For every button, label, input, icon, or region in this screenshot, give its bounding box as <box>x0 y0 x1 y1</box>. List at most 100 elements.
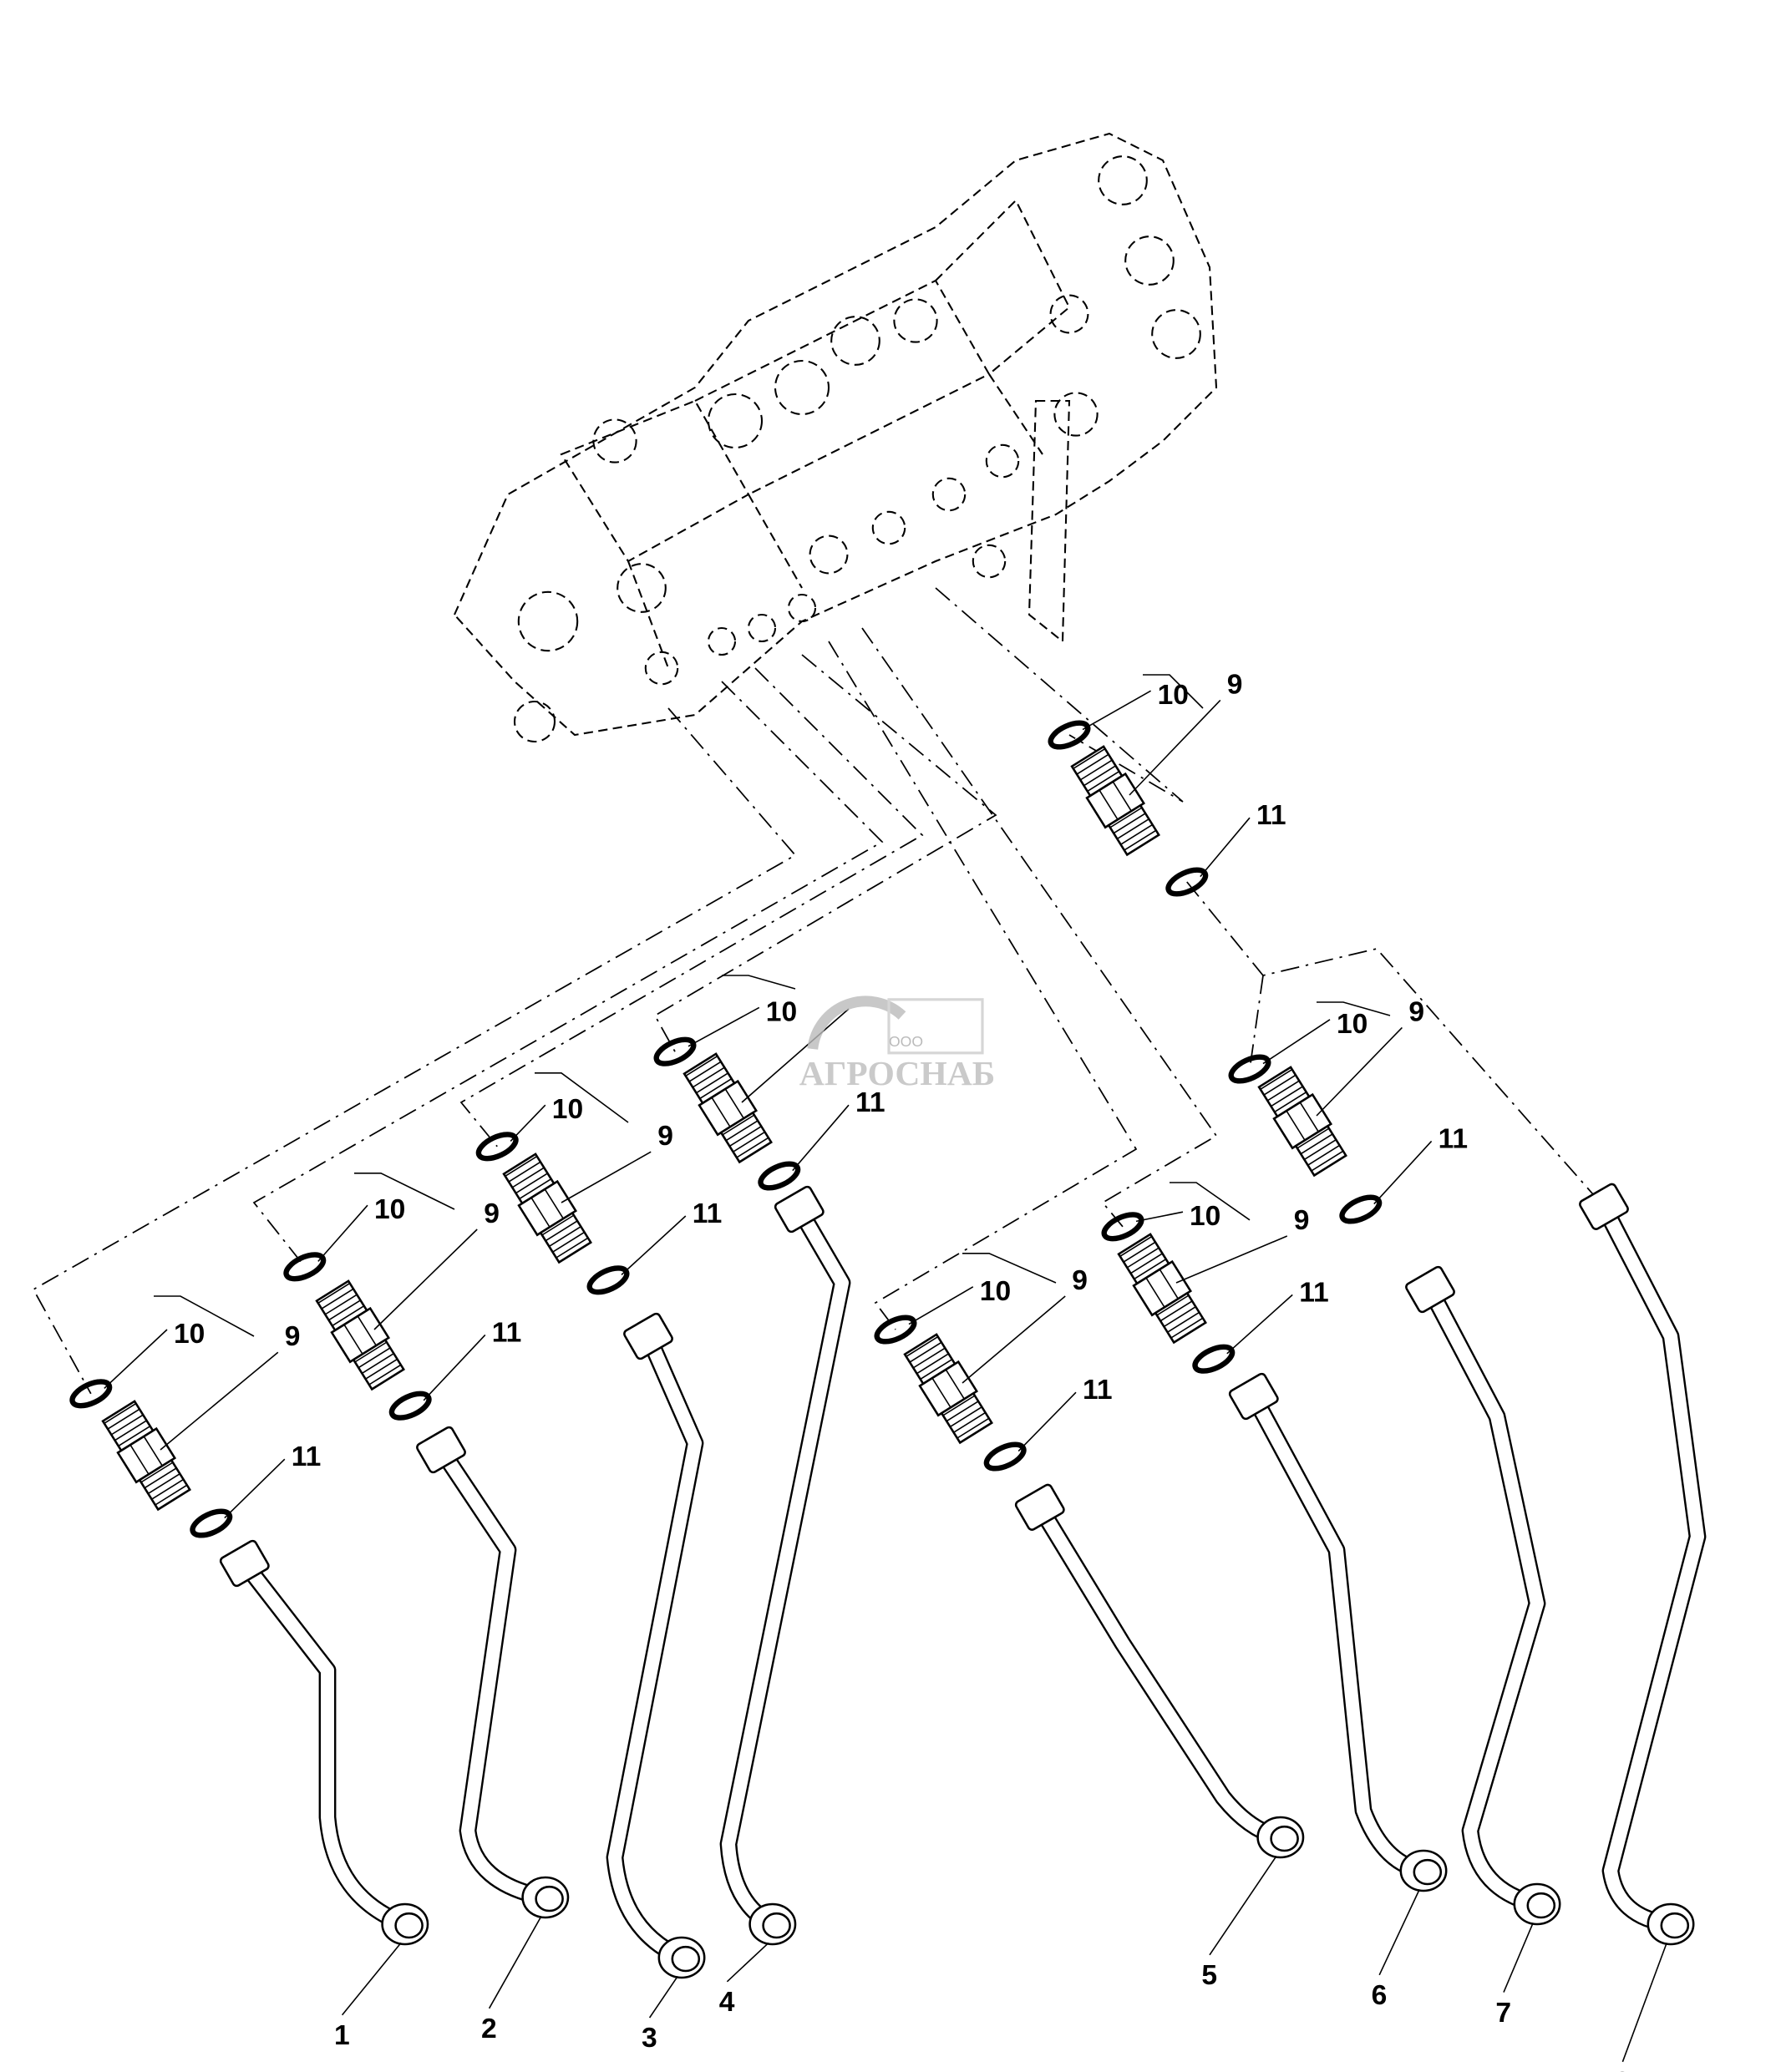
leader-line <box>1135 1211 1184 1223</box>
callout-o-ring-bottom: 11 <box>1439 1123 1469 1154</box>
leader-line <box>1209 1855 1277 1956</box>
leader-line <box>1503 1923 1534 1993</box>
callout-o-ring-bottom: 11 <box>492 1317 522 1348</box>
o-ring-top <box>653 1036 697 1066</box>
o-ring-bottom <box>586 1265 630 1295</box>
control-valve-block <box>453 132 1218 743</box>
leader-line <box>561 1151 652 1203</box>
leader-line <box>1017 1391 1077 1452</box>
leader-line <box>908 1286 974 1325</box>
callout-o-ring-bottom: 11 <box>292 1441 322 1472</box>
callout-pipe-3: 3 <box>642 2023 657 2054</box>
callout-pipe-1: 1 <box>334 2020 350 2051</box>
leader-line <box>688 1006 760 1047</box>
leader-line <box>488 1916 542 2009</box>
pipe-bottom-nut <box>1256 1816 1305 1859</box>
adapter-fitting <box>101 1400 191 1512</box>
fitting-set: 10 9 11 <box>1101 1182 1329 1374</box>
fitting-set: 10 9 11 <box>1048 669 1286 897</box>
leader-line <box>373 1229 478 1330</box>
pipe-bottom-nut <box>381 1902 429 1946</box>
pipe-top-nut <box>416 1426 466 1474</box>
callout-fitting: 9 <box>1408 996 1424 1027</box>
pipe-top-nut <box>774 1185 825 1234</box>
callout-o-ring-top: 10 <box>552 1094 583 1125</box>
fitting-set: 10 9 11 <box>69 1295 322 1538</box>
hydraulic-pipe: 1 <box>219 1539 429 2051</box>
callout-o-ring-bottom: 11 <box>1299 1277 1329 1308</box>
o-ring-bottom <box>1192 1344 1236 1374</box>
callout-bracket <box>962 1253 1057 1284</box>
adapter-fitting <box>682 1052 773 1164</box>
leader-line <box>792 1104 850 1172</box>
o-ring-bottom <box>388 1391 432 1421</box>
leader-line <box>1226 1294 1293 1355</box>
leader-line <box>1129 699 1221 796</box>
leader-line <box>104 1329 168 1389</box>
hydraulic-pipe: 5 <box>1014 1483 1305 1991</box>
pipe-bottom-nut <box>521 1876 570 1919</box>
callout-o-ring-top: 10 <box>1190 1201 1220 1232</box>
leader-line <box>224 1458 286 1519</box>
o-ring-top <box>69 1379 113 1409</box>
pipe-top-nut <box>1405 1265 1455 1314</box>
leader-line <box>1175 1235 1288 1284</box>
hose-routing-lines <box>32 587 1605 1395</box>
pipe-top-nut <box>1014 1483 1065 1531</box>
callout-pipe-4: 4 <box>719 1987 735 2018</box>
o-ring-bottom <box>983 1441 1027 1472</box>
leader-line <box>741 1008 850 1103</box>
callout-o-ring-top: 10 <box>374 1194 405 1225</box>
callout-bracket <box>1143 674 1204 709</box>
leader-line <box>317 1204 368 1262</box>
callout-o-ring-bottom: 11 <box>693 1198 723 1229</box>
leader-line <box>1082 690 1151 731</box>
callout-o-ring-top: 10 <box>174 1319 205 1350</box>
leader-line <box>726 1942 769 1983</box>
callout-pipe-2: 2 <box>481 2014 497 2044</box>
callout-bracket <box>722 975 796 990</box>
pipe-bottom-nut <box>1647 1902 1695 1946</box>
leader-line <box>510 1104 546 1142</box>
adapter-fitting <box>1257 1066 1347 1178</box>
o-ring-bottom <box>758 1161 801 1191</box>
adapter-fitting <box>1117 1233 1207 1345</box>
leader-line <box>423 1334 486 1401</box>
leader-line <box>1378 1889 1420 1976</box>
callout-fitting: 9 <box>484 1198 500 1229</box>
watermark-brand: АГРОСНАБ <box>799 1054 995 1092</box>
hydraulic-pipe: 3 <box>606 1312 706 2054</box>
callout-pipe-7: 7 <box>1495 1998 1511 2029</box>
watermark-prefix: ООО <box>889 1033 923 1050</box>
adapter-fitting <box>502 1153 592 1264</box>
adapter-fitting <box>903 1333 993 1445</box>
pipe-top-nut <box>219 1539 270 1588</box>
callout-o-ring-top: 10 <box>1158 680 1189 711</box>
pipe-bottom-nut <box>657 1936 706 1979</box>
pipe-bottom-nut <box>1513 1882 1561 1926</box>
callout-fitting: 9 <box>1227 669 1243 700</box>
callout-o-ring-bottom: 11 <box>1256 800 1286 831</box>
hydraulic-pipe: 7 <box>1405 1265 1561 2029</box>
adapter-fitting <box>1070 745 1160 857</box>
callout-o-ring-bottom: 11 <box>1083 1375 1113 1406</box>
o-ring-top <box>1101 1212 1144 1242</box>
callout-fitting: 9 <box>285 1321 301 1352</box>
leader-line <box>1621 1943 1667 2063</box>
leader-line <box>962 1295 1066 1384</box>
pipe-top-nut <box>623 1312 673 1360</box>
pipe-bottom-nut <box>1399 1849 1448 1892</box>
hydraulic-pipe: 2 <box>416 1426 570 2044</box>
pipe-top-nut <box>1228 1372 1279 1421</box>
callout-pipe-6: 6 <box>1372 1980 1388 2011</box>
adapter-fitting <box>315 1279 405 1391</box>
callout-fitting: 9 <box>1294 1205 1310 1236</box>
o-ring-bottom <box>1339 1194 1383 1224</box>
callout-fitting: 9 <box>1072 1265 1088 1296</box>
leader-line <box>648 1975 678 2019</box>
